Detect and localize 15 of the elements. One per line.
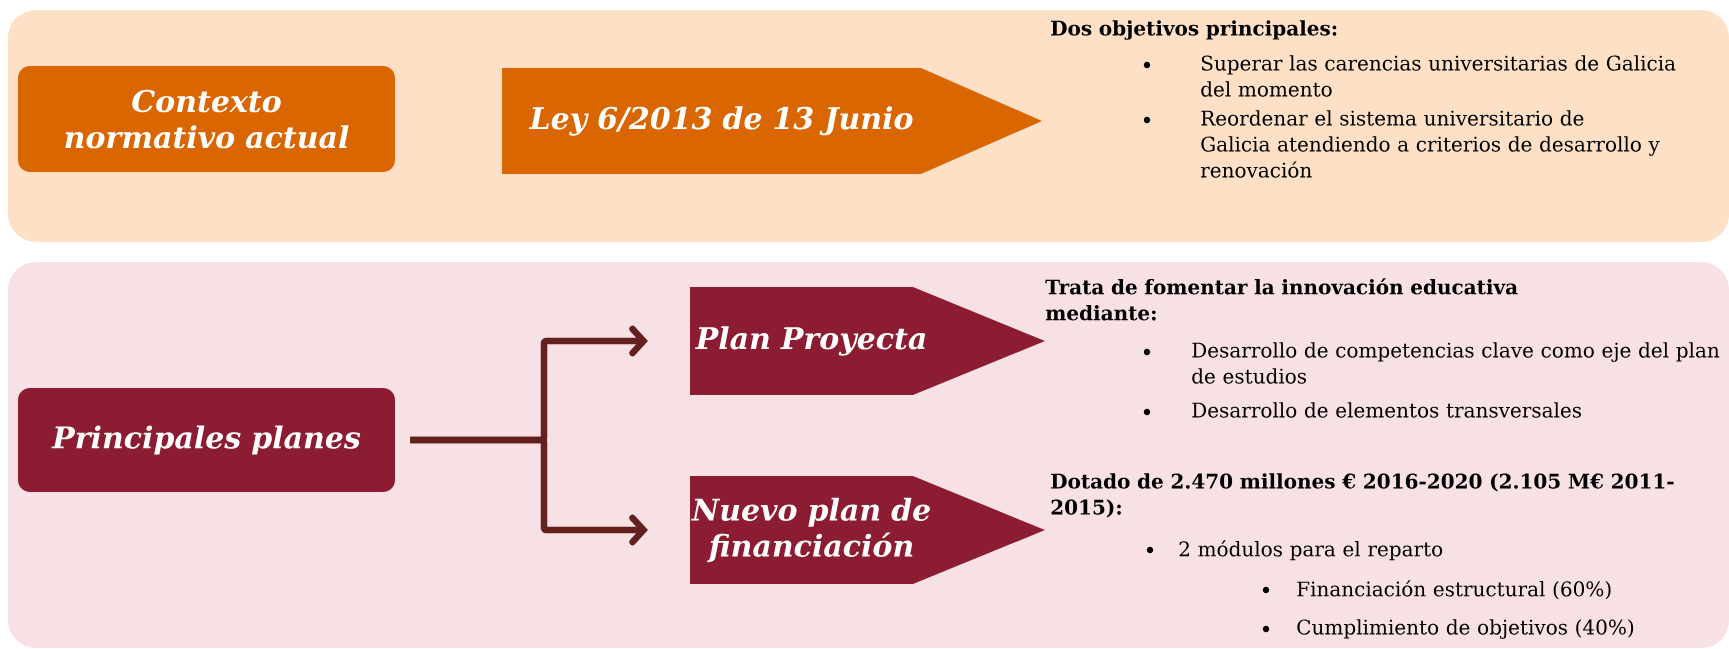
bullet-text: Superar las carencias universitarias de Galicia del momento: [1201, 55, 1676, 97]
heading-text: Dos objetivos principales:: [1051, 20, 1337, 40]
bullet-text: Financiación estructural (60%): [1297, 580, 1611, 600]
bullet-text: 2 módulos para el reparto: [1179, 540, 1443, 561]
process-box: Principales planes: [18, 388, 395, 492]
arrow-box: Nuevo plan de financiación: [690, 476, 1045, 584]
arrow-box: Plan Proyecta: [690, 287, 1045, 395]
arrow-box: Ley 6/2013 de 13 Junio: [502, 68, 1042, 174]
heading-text: Dotado de 2.470 millones € 2016-2020 (2.105 M€ 2011-2015):: [1051, 473, 1674, 518]
bullet-text: Desarrollo de elementos transversales: [1192, 402, 1581, 418]
heading-text: Trata de fomentar la innovación educativa mediante:: [1045, 278, 1518, 321]
bullet-text: Desarrollo de competencias clave como eje del plan de estudios: [1192, 342, 1720, 384]
bullet-text: Reordenar el sistema universitario de Galicia atendiendo a criterios de desarrollo y renovación: [1200, 110, 1660, 178]
process-box: Contexto normativo actual: [18, 66, 395, 172]
bullet-text: Cumplimiento de objetivos (40%): [1297, 619, 1634, 639]
